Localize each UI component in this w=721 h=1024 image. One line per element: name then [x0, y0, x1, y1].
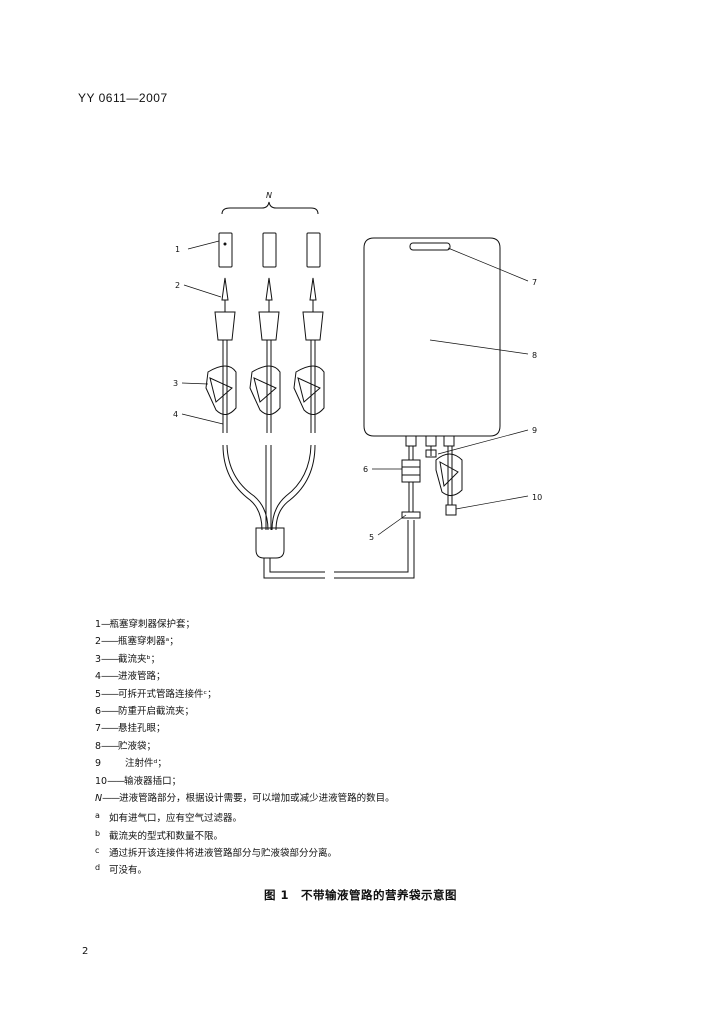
- legend-item: 5——可拆开式管路连接件ᶜ；: [95, 688, 217, 700]
- callout-1: 1: [175, 245, 180, 254]
- spike-branch: [205, 232, 325, 433]
- standard-code: YY 0611—2007: [78, 91, 168, 105]
- figure-caption: 图 1 不带输液管路的营养袋示意图: [263, 888, 457, 902]
- n-label: N: [266, 191, 272, 200]
- nutrition-bag-diagram: N: [173, 191, 542, 579]
- callout-8: 8: [532, 351, 537, 360]
- callout-10: 10: [532, 493, 542, 502]
- callout-4: 4: [173, 410, 178, 419]
- legend-item: 6——防重开启截流夹；: [95, 705, 195, 717]
- callout-5: 5: [369, 533, 374, 542]
- legend-item: 3——截流夹ᵇ；: [95, 653, 161, 665]
- n-brace: [221, 201, 319, 215]
- callout-9: 9: [532, 426, 537, 435]
- legend-item: 1—瓶塞穿刺器保护套；: [95, 619, 196, 630]
- inlet-tubing: [222, 444, 415, 579]
- legend-item: 2——瓶塞穿刺器ᵃ；: [95, 636, 179, 648]
- legend-item: 4——进液管路；: [95, 671, 166, 683]
- leader-lines: [181, 240, 529, 536]
- callout-2: 2: [175, 281, 180, 290]
- figure-legend: 1—瓶塞穿刺器保护套； 2——瓶塞穿刺器ᵃ； 3——截流夹ᵇ； 4——进液管路；…: [95, 616, 655, 877]
- callout-6: 6: [363, 465, 368, 474]
- page-number: 2: [82, 946, 89, 957]
- legend-item: 8——贮液袋；: [95, 740, 157, 752]
- legend-item: 10——输液器插口；: [95, 775, 182, 787]
- reservoir-bag: [363, 237, 501, 519]
- callout-3: 3: [173, 379, 178, 388]
- callout-7: 7: [532, 278, 537, 287]
- legend-item: N——进液管路部分，根据设计需要，可以增加或减少进液管路的数目。: [95, 792, 395, 804]
- legend-item: 7——悬挂孔眼；: [95, 723, 166, 735]
